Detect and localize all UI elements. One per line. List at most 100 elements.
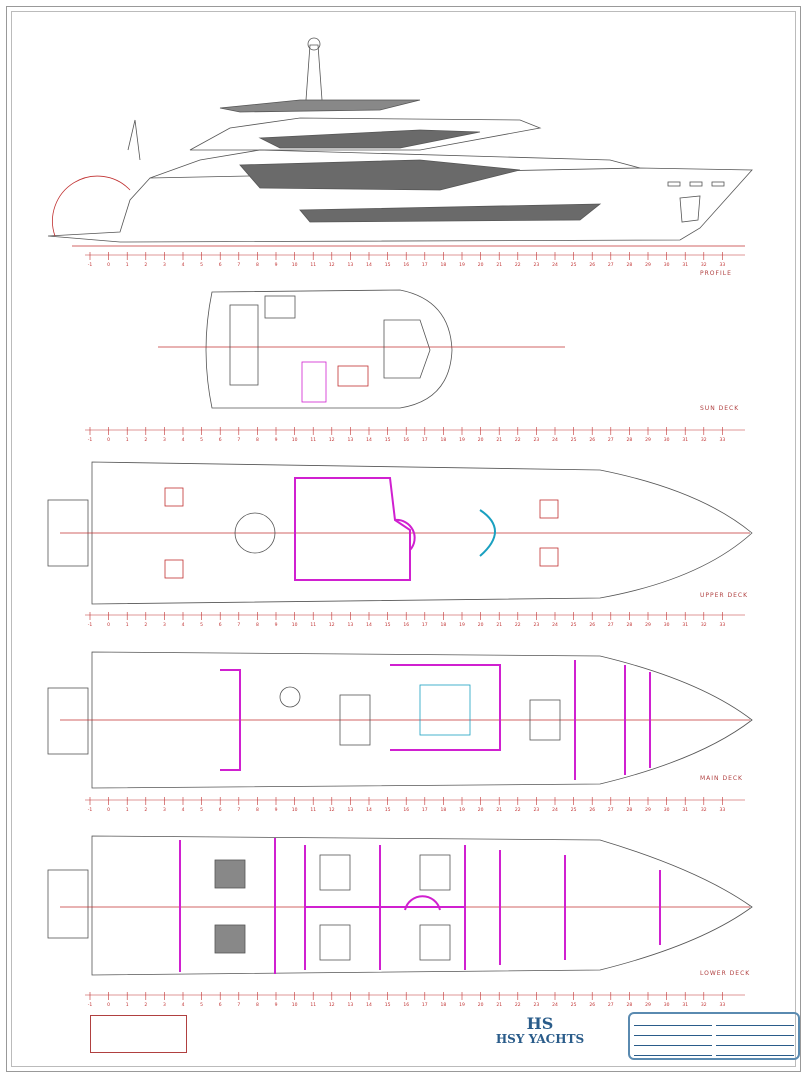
frame-number-label: 32 <box>701 1002 707 1008</box>
frame-number-label: 14 <box>366 807 372 813</box>
frame-number-label: 22 <box>515 1002 521 1008</box>
stern-door-arc <box>52 175 131 237</box>
title-block-field <box>716 1036 794 1046</box>
frame-number-label: 15 <box>385 807 391 813</box>
frame-number-label: 12 <box>329 1002 335 1008</box>
frame-number-label: 21 <box>496 437 502 443</box>
frame-number-label: 13 <box>348 262 354 268</box>
mast <box>305 44 323 101</box>
frame-number-label: 29 <box>645 262 651 268</box>
frame-number-label: 21 <box>496 807 502 813</box>
frame-number-label: 9 <box>275 1002 278 1008</box>
frame-number-label: 18 <box>441 1002 447 1008</box>
frame-number-label: 17 <box>422 807 428 813</box>
frame-number-label: 21 <box>496 622 502 628</box>
frame-number-label: 16 <box>403 437 409 443</box>
frame-number-label: 2 <box>144 622 147 628</box>
legend-row <box>91 1027 186 1038</box>
galley-partition <box>390 664 501 751</box>
engine <box>214 859 246 889</box>
title-block-field <box>716 1046 794 1056</box>
frame-number-label: 8 <box>256 807 259 813</box>
frame-number-label: 8 <box>256 622 259 628</box>
frame-number-label: 18 <box>441 437 447 443</box>
frame-number-label: 26 <box>589 437 595 443</box>
frame-number-label: 13 <box>348 437 354 443</box>
saloon-partition <box>294 477 411 581</box>
main-deck-view <box>47 651 753 789</box>
bar-counter <box>337 365 369 387</box>
frame-number-label: 18 <box>441 262 447 268</box>
frame-number-label: 18 <box>441 622 447 628</box>
frame-number-label: 26 <box>589 807 595 813</box>
frame-number-label: 20 <box>478 262 484 268</box>
frame-number-label: 21 <box>496 262 502 268</box>
frame-number-label: 30 <box>664 437 670 443</box>
frame-number-label: 9 <box>275 437 278 443</box>
sun-deck-outline <box>205 289 453 409</box>
frame-number-label: 0 <box>107 1002 110 1008</box>
frame-number-label: 24 <box>552 1002 558 1008</box>
bridge-console <box>479 509 496 557</box>
frame-number-label: 10 <box>292 262 298 268</box>
frame-number-label: 29 <box>645 1002 651 1008</box>
guest-bed <box>419 924 451 961</box>
frame-number-label: 32 <box>701 437 707 443</box>
frame-number-label: 17 <box>422 1002 428 1008</box>
frame-number-label: 16 <box>403 262 409 268</box>
frame-number-label: 14 <box>366 1002 372 1008</box>
frame-number-label: 0 <box>107 437 110 443</box>
spiral-stair <box>404 895 441 911</box>
owner-bed <box>529 699 561 741</box>
anchor-pocket <box>679 195 701 223</box>
legend-row <box>91 1038 186 1049</box>
frame-number-label: 15 <box>385 622 391 628</box>
frame-number-label: 15 <box>385 437 391 443</box>
frame-number-label: 17 <box>422 622 428 628</box>
frame-number-label: 5 <box>200 437 203 443</box>
frame-number-label: 3 <box>163 437 166 443</box>
sunpad <box>229 304 259 386</box>
coffee-table <box>279 686 301 708</box>
frame-number-label: 23 <box>534 262 540 268</box>
frame-number-label: 32 <box>701 262 707 268</box>
frame-number-label: 25 <box>571 622 577 628</box>
frame-number-label: 31 <box>682 622 688 628</box>
porthole <box>667 181 681 187</box>
forward-seat <box>539 499 559 519</box>
porthole <box>711 181 725 187</box>
frame-number-label: 23 <box>534 1002 540 1008</box>
frame-number-label: -1 <box>88 622 93 628</box>
title-block-field <box>634 1026 712 1036</box>
frame-number-label: 7 <box>237 1002 240 1008</box>
frame-number-label: 14 <box>366 622 372 628</box>
frame-number-label: 30 <box>664 1002 670 1008</box>
tender-garage <box>47 869 89 939</box>
galley-partition <box>301 361 327 403</box>
frame-number-label: 31 <box>682 262 688 268</box>
dining-table <box>339 694 371 746</box>
frame-number-label: 19 <box>459 807 465 813</box>
frame-number-label: 1 <box>126 622 129 628</box>
frame-number-label: 33 <box>720 807 726 813</box>
frame-number-label: -1 <box>88 1002 93 1008</box>
frame-number-label: 19 <box>459 622 465 628</box>
frame-number-label: 13 <box>348 807 354 813</box>
frame-number-label: 0 <box>107 807 110 813</box>
sun-deck-view <box>158 289 565 409</box>
frame-number-label: 25 <box>571 437 577 443</box>
frame-number-label: 8 <box>256 437 259 443</box>
frame-number-label: 19 <box>459 1002 465 1008</box>
owner-suite-partition <box>574 660 651 780</box>
frame-number-label: 1 <box>126 807 129 813</box>
spiral-stair <box>394 518 416 551</box>
title-block-field <box>634 1036 712 1046</box>
superstructure-window <box>239 159 521 191</box>
frame-number-label: 4 <box>182 807 185 813</box>
frame-number-label: 20 <box>478 1002 484 1008</box>
frame-number-label: 1 <box>126 262 129 268</box>
frame-number-label: 28 <box>627 262 633 268</box>
frame-number-label: 22 <box>515 437 521 443</box>
view-label-sun-deck: SUN DECK <box>700 405 740 412</box>
